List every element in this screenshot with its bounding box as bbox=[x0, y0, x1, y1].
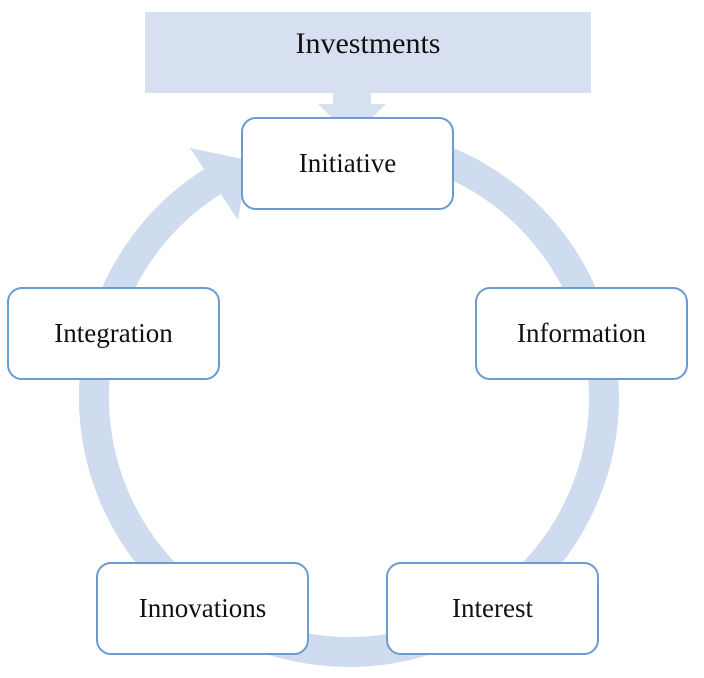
investments-block: Investments bbox=[145, 12, 591, 93]
node-initiative: Initiative bbox=[241, 117, 454, 210]
node-label: Interest bbox=[452, 593, 533, 623]
node-innovations: Innovations bbox=[96, 562, 309, 655]
node-label: Integration bbox=[54, 318, 173, 348]
node-label: Innovations bbox=[138, 593, 267, 623]
node-information: Information bbox=[475, 287, 688, 380]
node-integration: Integration bbox=[7, 287, 220, 380]
cycle-arrowhead bbox=[190, 148, 248, 220]
node-label: Information bbox=[517, 318, 646, 348]
investments-label: Investments bbox=[295, 26, 441, 60]
node-interest: Interest bbox=[386, 562, 599, 655]
down-arrow-icon bbox=[318, 93, 386, 137]
node-label: Initiative bbox=[298, 148, 397, 178]
